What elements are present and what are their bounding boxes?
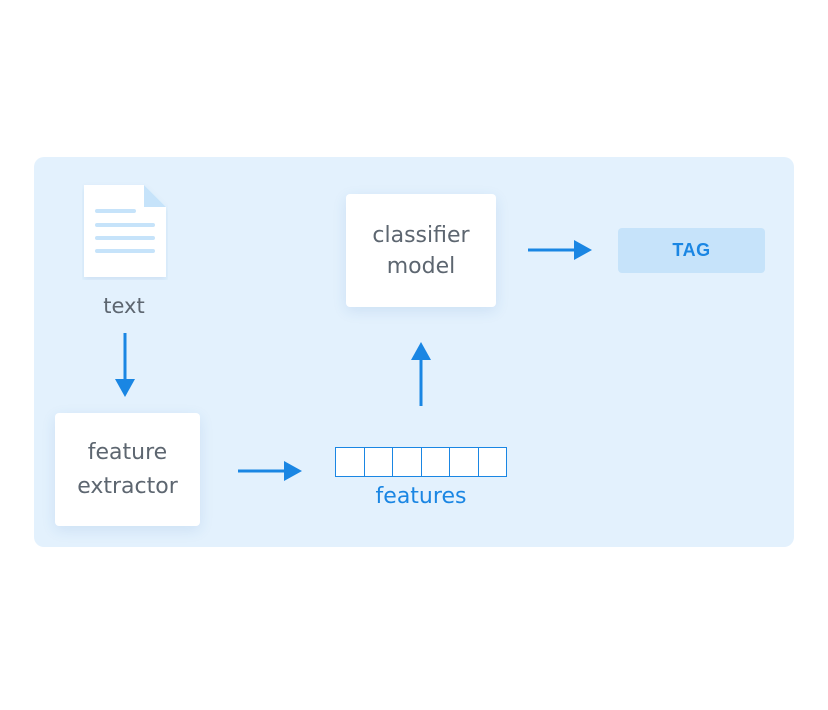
feature-cell <box>450 448 479 476</box>
classifier-model-line2: model <box>386 253 456 279</box>
classifier-model-box: classifier model <box>346 194 496 307</box>
feature-cell <box>479 448 507 476</box>
feature-cell <box>365 448 393 476</box>
arrow-features-to-classifier <box>411 342 431 406</box>
arrow-text-to-extractor <box>115 333 135 397</box>
feature-extractor-line2: extractor <box>77 473 178 499</box>
feature-cell <box>393 448 422 476</box>
feature-extractor-box: feature extractor <box>55 413 200 526</box>
feature-extractor-line1: feature <box>87 439 168 465</box>
text-label: text <box>103 294 145 318</box>
feature-cell <box>422 448 450 476</box>
features-vector <box>335 447 507 477</box>
feature-cell <box>336 448 365 476</box>
features-label: features <box>375 484 467 509</box>
tag-output: TAG <box>618 228 765 273</box>
document-icon <box>84 185 166 277</box>
arrow-extractor-to-features <box>238 461 302 481</box>
arrow-classifier-to-tag <box>528 240 592 260</box>
classifier-model-line1: classifier <box>372 222 470 248</box>
tag-label: TAG <box>672 240 711 260</box>
